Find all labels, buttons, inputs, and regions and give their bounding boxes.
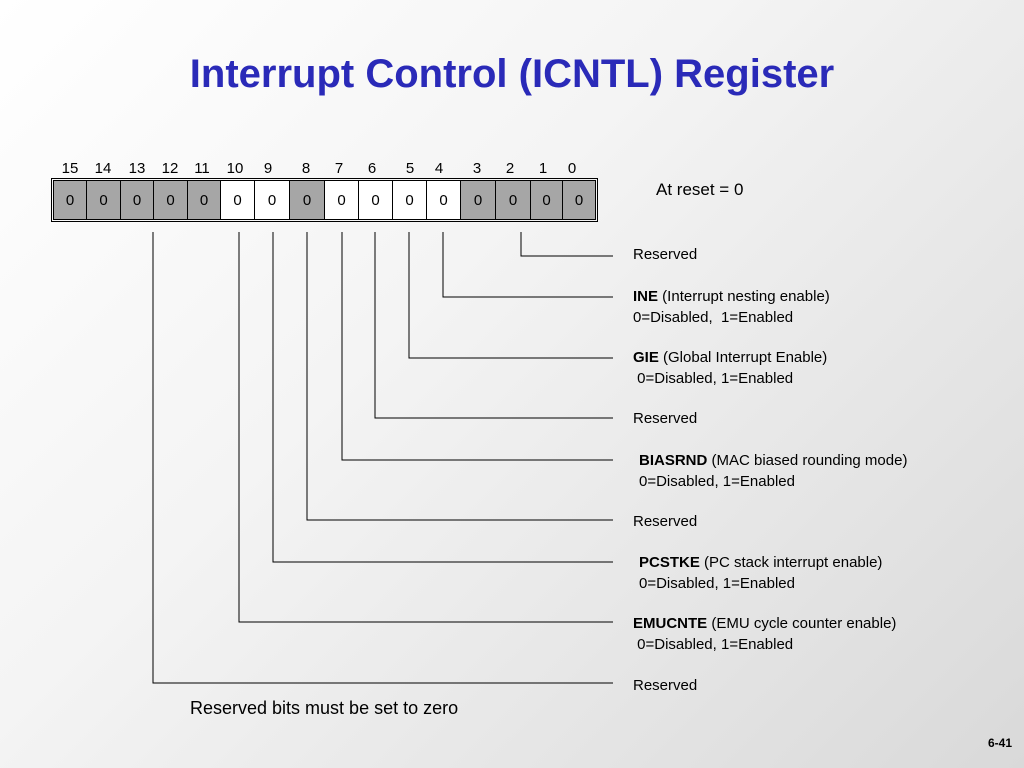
field-reserved-bit-6: Reserved <box>633 408 697 429</box>
bit-cell-15: 0 <box>53 180 87 220</box>
bit-number: 3 <box>472 160 482 177</box>
bit-cell-5: 0 <box>392 180 427 220</box>
bit-cell-12: 0 <box>153 180 188 220</box>
field-desc: Reserved <box>633 513 698 530</box>
field-name: GIE <box>633 349 659 366</box>
bit-cell-3: 0 <box>460 180 496 220</box>
page-title: Interrupt Control (ICNTL) Register <box>189 52 835 96</box>
field-biasrnd: BIASRND (MAC biased rounding mode) 0=Dis… <box>639 450 907 492</box>
field-reserved-bit-8: Reserved <box>633 511 697 532</box>
reset-value-label: At reset = 0 <box>656 180 744 199</box>
bit-cell-13: 0 <box>120 180 154 220</box>
bit-cell-9: 0 <box>254 180 290 220</box>
field-name: PCSTKE <box>639 554 700 571</box>
leader-bits-15-11 <box>152 232 613 684</box>
field-name: INE <box>633 288 659 305</box>
field-reserved-bits-15-11: Reserved <box>633 675 697 696</box>
field-detail: 0=Disabled, 1=Enabled <box>633 636 794 653</box>
field-name: EMUCNTE <box>633 615 708 632</box>
field-desc: (MAC biased rounding mode) <box>707 452 908 469</box>
bit-number: 15 <box>61 160 79 177</box>
bit-number: 13 <box>128 160 146 177</box>
leader-bit-6 <box>374 232 613 419</box>
field-desc: Reserved <box>633 677 698 694</box>
bit-cell-1: 0 <box>530 180 563 220</box>
field-desc: (Global Interrupt Enable) <box>658 349 828 366</box>
bit-number: 4 <box>434 160 444 177</box>
bit-cell-0: 0 <box>562 180 596 220</box>
leader-bit-9 <box>272 232 613 563</box>
field-emucnte: EMUCNTE (EMU cycle counter enable) 0=Dis… <box>633 613 896 655</box>
bit-number: 10 <box>226 160 244 177</box>
bit-number: 7 <box>334 160 344 177</box>
bit-number: 11 <box>194 160 210 177</box>
field-desc: (EMU cycle counter enable) <box>707 615 897 632</box>
bit-number: 2 <box>505 160 515 177</box>
field-ine: INE (Interrupt nesting enable) 0=Disable… <box>633 286 830 328</box>
field-desc: (PC stack interrupt enable) <box>699 554 883 571</box>
leader-bit-8 <box>306 232 613 521</box>
field-reserved-bits-3-0: Reserved <box>633 244 697 265</box>
bit-cell-6: 0 <box>358 180 393 220</box>
bit-number: 8 <box>301 160 311 177</box>
field-desc: Reserved <box>633 410 698 427</box>
bit-number: 9 <box>263 160 273 177</box>
leader-bit-5 <box>408 232 613 359</box>
bit-cell-8: 0 <box>289 180 325 220</box>
bit-cell-7: 0 <box>324 180 359 220</box>
bit-cell-11: 0 <box>187 180 221 220</box>
bit-number: 1 <box>538 160 548 177</box>
field-desc: (Interrupt nesting enable) <box>658 288 830 305</box>
field-detail: 0=Disabled, 1=Enabled <box>639 473 795 490</box>
bit-number: 12 <box>161 160 179 177</box>
leader-bit-4 <box>442 232 613 298</box>
field-detail: 0=Disabled, 1=Enabled <box>633 370 794 387</box>
field-pcstke: PCSTKE (PC stack interrupt enable) 0=Dis… <box>639 552 882 594</box>
bit-number: 6 <box>367 160 377 177</box>
bit-number: 14 <box>94 160 112 177</box>
bit-number: 0 <box>567 160 577 177</box>
leader-bits-3-0 <box>520 232 613 257</box>
footer-note: Reserved bits must be set to zero <box>190 698 459 718</box>
page-number: 6-41 <box>987 736 1012 750</box>
field-detail: 0=Disabled, 1=Enabled <box>633 309 794 326</box>
leader-bit-10 <box>238 232 613 623</box>
bit-number: 5 <box>405 160 415 177</box>
leader-bit-7 <box>341 232 613 461</box>
field-detail: 0=Disabled, 1=Enabled <box>639 575 795 592</box>
field-name: BIASRND <box>639 452 708 469</box>
field-desc: Reserved <box>633 246 698 263</box>
field-gie: GIE (Global Interrupt Enable) 0=Disabled… <box>633 347 827 389</box>
bit-cell-2: 0 <box>495 180 531 220</box>
